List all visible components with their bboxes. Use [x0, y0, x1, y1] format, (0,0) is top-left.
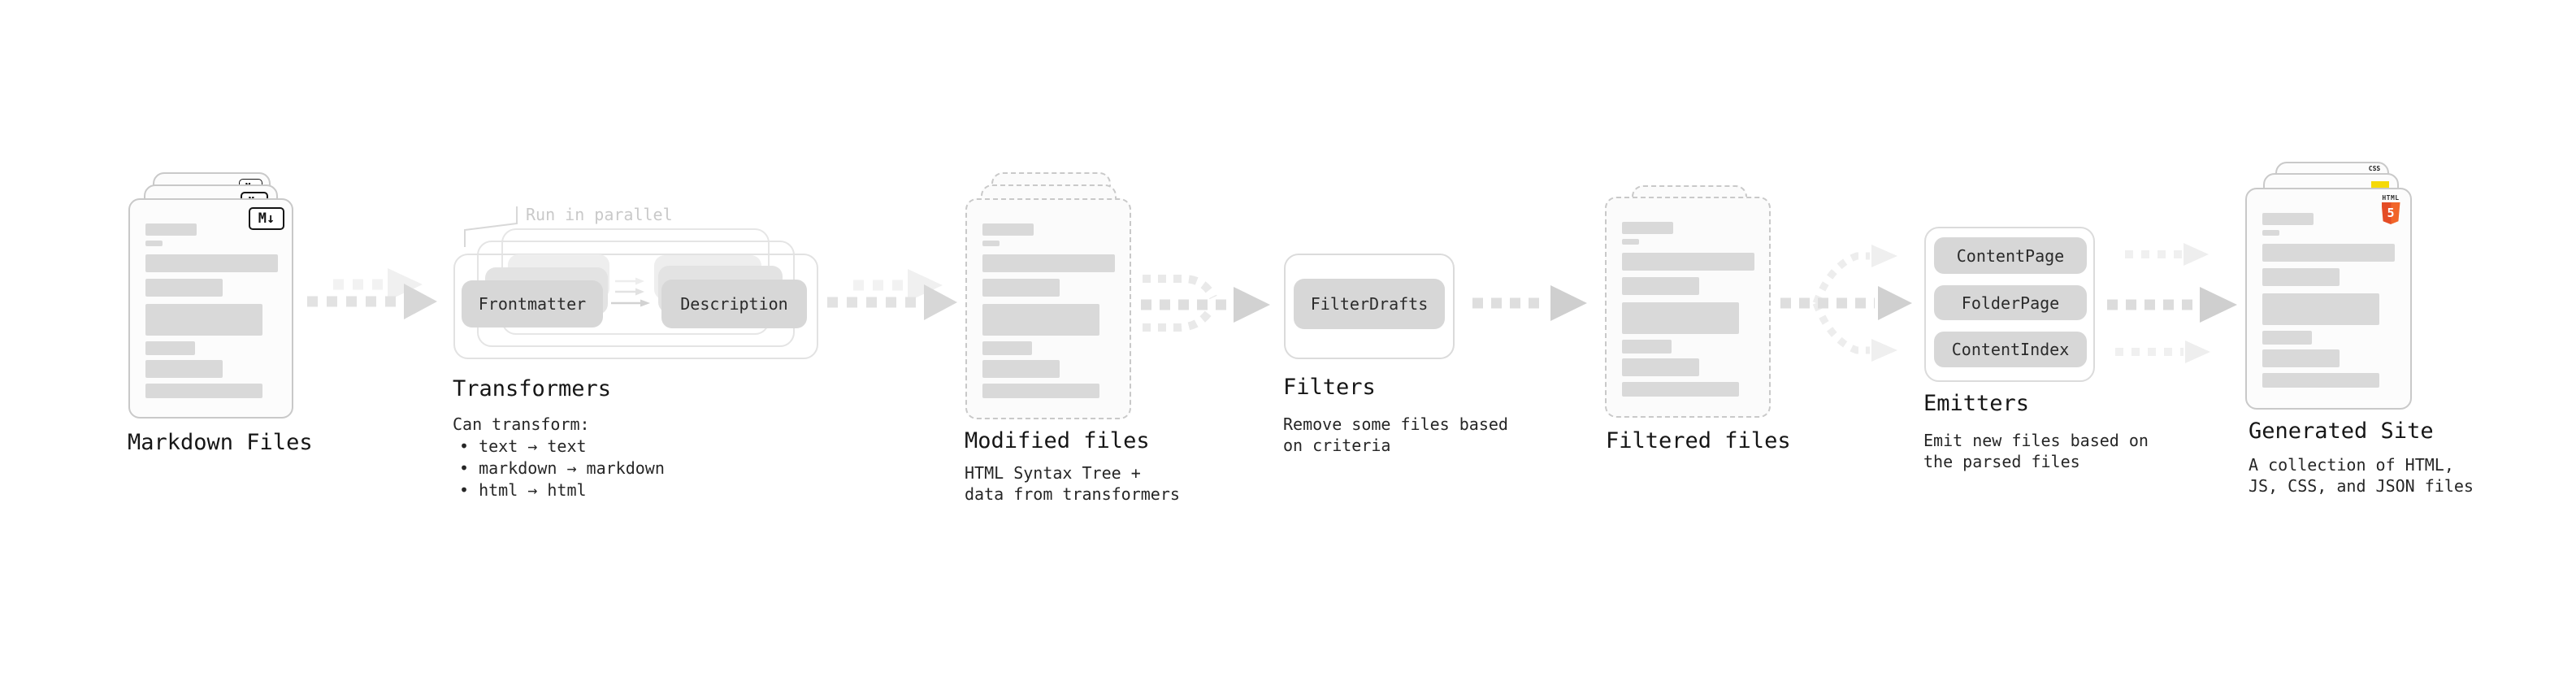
frontmatter-chip: Frontmatter	[462, 280, 603, 327]
arrow-filtered-to-emitters-diverge	[1780, 245, 1912, 362]
filters-desc: Remove some files based	[1283, 414, 1508, 434]
placeholder-bar	[2262, 268, 2340, 286]
modified-files-label: Modified files	[965, 428, 1150, 453]
placeholder-bar	[2262, 230, 2279, 236]
placeholder-bar	[1622, 358, 1699, 376]
generated-site-desc: A collection of HTML,	[2249, 455, 2454, 475]
transformers-desc-title: Can transform:	[453, 414, 590, 434]
filters-desc: on criteria	[1283, 436, 1391, 455]
generated-site-label: Generated Site	[2249, 419, 2434, 444]
placeholder-bar	[982, 360, 1060, 378]
modified-file-card-front	[965, 198, 1131, 419]
placeholder-bar	[145, 279, 223, 297]
generated-site-desc: JS, CSS, and JSON files	[2249, 476, 2474, 496]
placeholder-bar	[982, 279, 1060, 297]
html5-icon: HTML 5	[2381, 194, 2400, 224]
arrow-modified-to-filters-converge	[1141, 275, 1270, 332]
folder-page-chip: FolderPage	[1934, 285, 2087, 320]
filters-label: Filters	[1283, 375, 1376, 400]
placeholder-bar	[145, 341, 195, 355]
emitters-desc: Emit new files based on	[1923, 431, 2149, 450]
transformers-bullet: • markdown → markdown	[459, 458, 665, 478]
description-chip: Description	[661, 280, 807, 328]
placeholder-bar	[145, 360, 223, 378]
placeholder-bar	[982, 341, 1032, 355]
filter-drafts-chip: FilterDrafts	[1294, 279, 1445, 329]
placeholder-bar	[145, 223, 197, 236]
transformers-bullet: • html → html	[459, 480, 587, 500]
emitters-desc: the parsed files	[1923, 452, 2080, 471]
modified-files-desc: data from transformers	[965, 484, 1180, 504]
parallel-flow-arrows	[611, 277, 650, 307]
placeholder-bar	[1622, 239, 1639, 245]
arrow-filters-to-filtered	[1472, 285, 1587, 321]
placeholder-bar	[1622, 277, 1699, 295]
placeholder-bar	[982, 384, 1099, 398]
placeholder-bar	[145, 254, 278, 272]
markdown-files-label: Markdown Files	[128, 430, 313, 455]
placeholder-bar	[1622, 222, 1673, 234]
placeholder-bar	[982, 241, 1000, 246]
arrow-markdown-to-transformers	[307, 268, 437, 319]
placeholder-bar	[145, 304, 262, 336]
placeholder-bar	[982, 304, 1099, 336]
placeholder-bar	[1622, 382, 1739, 397]
arrow-emitters-to-generated	[2107, 243, 2237, 363]
placeholder-bar	[2262, 331, 2312, 345]
content-index-chip: ContentIndex	[1934, 332, 2087, 367]
transformer-parallel-box-1	[453, 254, 818, 359]
modified-files-desc: HTML Syntax Tree +	[965, 463, 1141, 483]
transformers-label: Transformers	[453, 376, 612, 401]
filtered-files-label: Filtered files	[1606, 428, 1791, 453]
transformers-bullet: • text → text	[459, 436, 587, 456]
placeholder-bar	[145, 241, 163, 246]
generated-file-card-html: HTML 5	[2245, 188, 2412, 410]
placeholder-bar	[2262, 349, 2340, 367]
content-page-chip: ContentPage	[1934, 237, 2087, 274]
placeholder-bar	[2262, 293, 2379, 325]
placeholder-bar	[2262, 244, 2395, 262]
placeholder-bar	[2262, 213, 2314, 225]
markdown-icon: M↓	[249, 207, 284, 230]
arrow-transformers-to-modified	[827, 269, 957, 320]
placeholder-bar	[1622, 253, 1754, 271]
placeholder-bar	[1622, 340, 1672, 354]
run-in-parallel-annotation: Run in parallel	[526, 205, 673, 224]
run-in-parallel-callout-line	[464, 206, 518, 247]
markdown-file-card-front: M↓	[128, 198, 293, 419]
placeholder-bar	[982, 223, 1034, 236]
filtered-file-card-front	[1605, 197, 1771, 418]
placeholder-bar	[1622, 302, 1739, 334]
placeholder-bar	[145, 384, 262, 398]
emitters-label: Emitters	[1923, 391, 2030, 416]
placeholder-bar	[982, 254, 1115, 272]
placeholder-bar	[2262, 373, 2379, 388]
